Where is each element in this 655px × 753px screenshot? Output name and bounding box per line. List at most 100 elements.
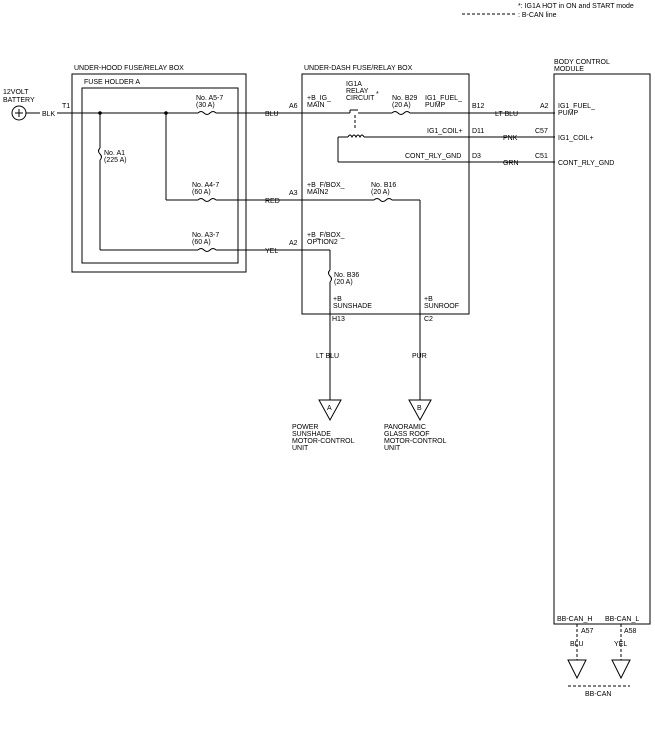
fuse-a1-no: No. A1 — [104, 150, 125, 157]
connector-b-label-1: PANORAMIC — [384, 424, 426, 431]
wire-label-grn: GRN — [503, 160, 519, 167]
legend-note-bcan: : B-CAN line — [518, 12, 557, 19]
fuse-b29-symbol — [391, 111, 411, 115]
terminal-t1: T1 — [62, 103, 70, 110]
label-sunroof-2: SUNROOF — [424, 303, 459, 310]
bcm-label-can-h: BB-CAN_H — [557, 616, 592, 623]
fuse-a5-no: No. A5-7 — [196, 95, 223, 102]
connector-a-label-3: MOTOR-CONTROL — [292, 438, 355, 445]
wire-label-pnk: PNK — [503, 135, 518, 142]
fuse-a3-no: No. A3-7 — [192, 232, 219, 239]
legend-note-ig1a: *: IG1A HOT in ON and START mode — [518, 3, 634, 10]
fuse-b16-symbol — [373, 198, 393, 202]
label-fbox-main-2: MAIN2 — [307, 189, 329, 196]
wire-label-can-yel: YEL — [614, 641, 627, 648]
fuse-b16-no: No. B16 — [371, 182, 396, 189]
pin-c2: C2 — [424, 316, 433, 323]
bcm-label-cont: CONT_RLY_GND — [558, 160, 614, 167]
relay-coil — [347, 134, 365, 139]
fuse-b36-no: No. B36 — [334, 272, 359, 279]
fuse-a4-amp: (60 A) — [192, 189, 211, 196]
label-sunshade-1: +B — [333, 296, 342, 303]
battery-label-line2: BATTERY — [3, 97, 35, 104]
pin-d11: D11 — [472, 128, 484, 135]
wire-label-blu: BLU — [265, 111, 279, 118]
fuse-a5-symbol — [197, 111, 217, 115]
fuse-b16-amp: (20 A) — [371, 189, 390, 196]
bcm-title-2: MODULE — [554, 66, 584, 73]
relay-label-3: CIRCUIT — [346, 95, 375, 102]
connector-a-triangle — [318, 399, 342, 422]
connector-b-label-2: GLASS ROOF — [384, 431, 430, 438]
label-sunshade-2: SUNSHADE — [333, 303, 372, 310]
svg-text:*: * — [376, 91, 379, 98]
label-fbox-opt-2: OPTION2 — [307, 239, 338, 246]
connector-b-label-3: MOTOR-CONTROL — [384, 438, 447, 445]
bcan-l-triangle — [611, 659, 631, 680]
connector-a-label-2: SUNSHADE — [292, 431, 331, 438]
label-ig1-coil: IG1_COIL+ — [427, 128, 463, 135]
wire-label-can-blu: BLU — [570, 641, 584, 648]
pin-h13: H13 — [332, 316, 345, 323]
pin-a3: A3 — [289, 190, 298, 197]
fuse-a1-symbol — [98, 147, 102, 161]
label-cont-rly-gnd: CONT_RLY_GND — [405, 153, 461, 160]
fuse-a5-amp: (30 A) — [196, 102, 215, 109]
label-fbox-opt-1: +B_F/BOX_ — [307, 232, 345, 239]
connector-a-letter: A — [327, 405, 332, 412]
fuse-b36-symbol — [328, 269, 332, 283]
connector-b-label-4: UNIT — [384, 445, 401, 452]
wire-label-ltblu-2: LT BLU — [316, 353, 339, 360]
label-sunroof-1: +B — [424, 296, 433, 303]
fuse-a3-symbol — [197, 248, 217, 252]
connector-b-triangle — [408, 399, 432, 422]
connector-b-letter: B — [417, 405, 422, 412]
fuse-a3-amp: (60 A) — [192, 239, 211, 246]
battery-label-line1: 12VOLT — [3, 89, 29, 96]
bcm-label-fuel-2: PUMP — [558, 110, 579, 117]
bcm-label-can-l: BB-CAN_L — [605, 616, 639, 623]
connector-a-label-4: UNIT — [292, 445, 309, 452]
bcm-pin-c57: C57 — [535, 128, 548, 135]
label-fbox-main-1: +B_F/BOX_ — [307, 182, 345, 189]
fuse-holder-a-title: FUSE HOLDER A — [84, 79, 140, 86]
underhood-fuse-relay-box — [71, 73, 247, 273]
bcm-pin-c51: C51 — [535, 153, 548, 160]
bcm-label-coil: IG1_COIL+ — [558, 135, 594, 142]
fuse-a4-no: No. A4-7 — [192, 182, 219, 189]
bcan-h-triangle — [567, 659, 587, 680]
underdash-fuse-relay-box — [301, 73, 470, 315]
fuse-b29-no: No. B29 — [392, 95, 417, 102]
bcm-label-fuel-1: IG1_FUEL_ — [558, 103, 595, 110]
relay-label-2: RELAY — [346, 88, 369, 95]
label-b-ig-main-2: MAIN — [307, 102, 325, 109]
bcm-pin-a2: A2 — [540, 103, 549, 110]
wire-label-ltblu: LT BLU — [495, 111, 518, 118]
battery-symbol — [11, 105, 27, 121]
bcm-pin-a57: A57 — [581, 628, 594, 635]
label-ig1-fuel-2: PUMP — [425, 102, 446, 109]
fuse-a4-symbol — [197, 198, 217, 202]
wire-label-pur: PUR — [412, 353, 427, 360]
pin-b12: B12 — [472, 103, 485, 110]
wire-label-red: RED — [265, 198, 280, 205]
label-ig1-fuel-1: IG1_FUEL_ — [425, 95, 462, 102]
connector-a-label-1: POWER — [292, 424, 318, 431]
fuse-a1-amp: (225 A) — [104, 157, 127, 164]
bcm-label-bbcan: BB-CAN — [585, 691, 611, 698]
wire-label-blk: BLK — [42, 111, 56, 118]
pin-a6: A6 — [289, 103, 298, 110]
pin-a2: A2 — [289, 240, 298, 247]
bcm-pin-a58: A58 — [624, 628, 637, 635]
fuse-b29-amp: (20 A) — [392, 102, 411, 109]
relay-label-1: IG1A — [346, 81, 362, 88]
fuse-b36-amp: (20 A) — [334, 279, 353, 286]
pin-d3: D3 — [472, 153, 481, 160]
underdash-box-title: UNDER-DASH FUSE/RELAY BOX — [304, 65, 413, 72]
fuse-holder-a — [81, 87, 239, 264]
underhood-box-title: UNDER-HOOD FUSE/RELAY BOX — [74, 65, 184, 72]
bcm-title-1: BODY CONTROL — [554, 59, 610, 66]
label-b-ig-main-1: +B_IG_ — [307, 95, 331, 102]
body-control-module — [553, 73, 651, 625]
